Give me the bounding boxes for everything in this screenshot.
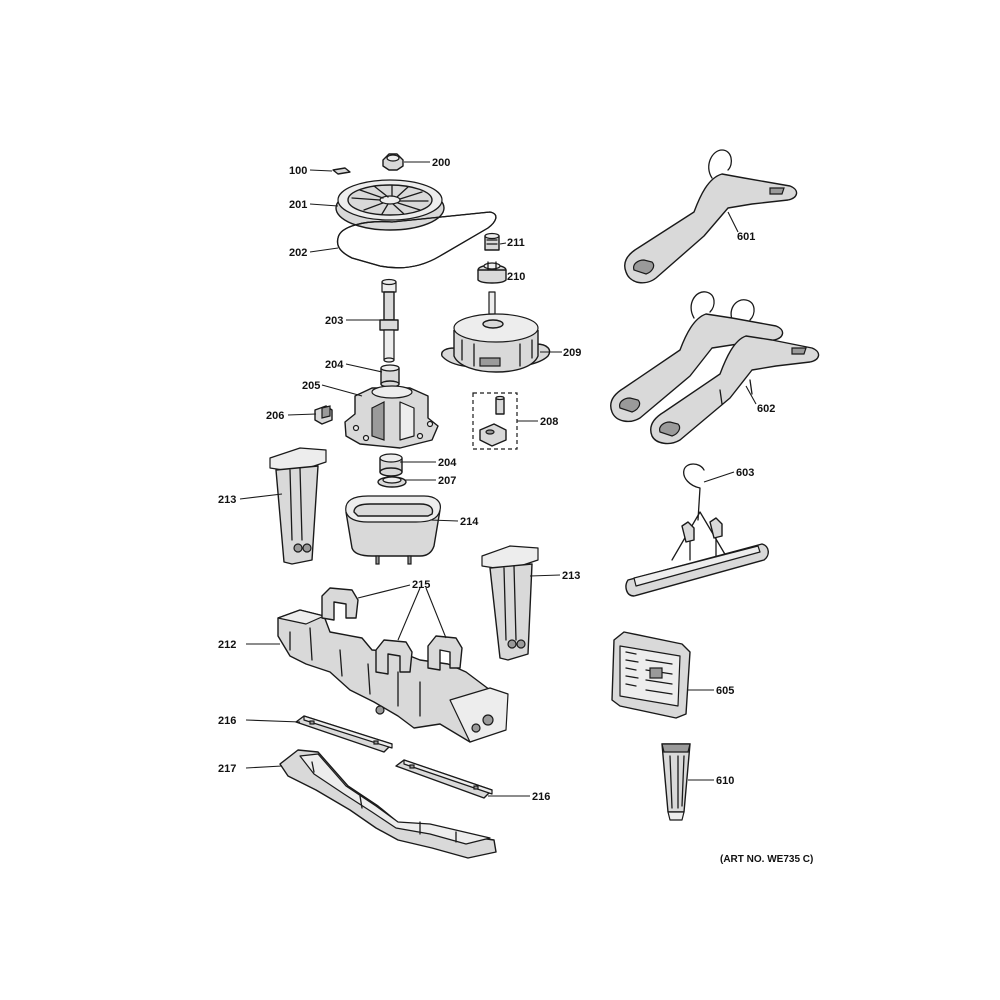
label-203: 203 xyxy=(325,315,343,327)
part-204-bushing-lower xyxy=(379,453,403,477)
label-215: 215 xyxy=(412,579,430,591)
part-213-bracket-left xyxy=(269,447,327,565)
art-number: (ART NO. WE735 C) xyxy=(720,854,813,865)
label-200: 200 xyxy=(432,157,450,169)
label-217: 217 xyxy=(218,763,236,775)
part-212-base-frame xyxy=(277,609,509,743)
label-216-lower: 216 xyxy=(532,791,550,803)
label-205: 205 xyxy=(302,380,320,392)
part-203-shaft xyxy=(379,278,399,363)
label-603: 603 xyxy=(736,467,754,479)
part-217-base-cover xyxy=(279,749,497,859)
label-209: 209 xyxy=(563,347,581,359)
part-207-seal xyxy=(377,476,407,488)
part-610-grease-tube xyxy=(661,743,691,821)
label-206: 206 xyxy=(266,410,284,422)
label-208: 208 xyxy=(540,416,558,428)
part-216-rail-upper xyxy=(295,715,393,753)
label-211: 211 xyxy=(507,237,525,249)
part-205-housing xyxy=(344,385,439,449)
part-605-info-card xyxy=(611,631,691,719)
callout-labels: 100 200 201 202 203 204 205 206 204 207 … xyxy=(218,157,813,865)
part-211-cap xyxy=(484,232,500,251)
part-601-hanger xyxy=(624,149,798,284)
label-214: 214 xyxy=(460,516,479,528)
label-212: 212 xyxy=(218,639,236,651)
part-100-key xyxy=(332,167,351,175)
label-605: 605 xyxy=(716,685,734,697)
part-201-pulley xyxy=(335,179,445,231)
part-210-coupling xyxy=(477,261,507,284)
part-214-tub xyxy=(345,495,441,565)
part-206-sensor xyxy=(314,405,333,425)
part-204-bushing-upper xyxy=(380,364,400,388)
part-208-switch xyxy=(472,392,518,450)
part-200-nut xyxy=(382,153,404,171)
part-602-hanger-pair xyxy=(610,291,820,445)
label-201: 201 xyxy=(289,199,307,211)
label-213-right: 213 xyxy=(562,570,580,582)
label-601: 601 xyxy=(737,231,755,243)
part-213-bracket-right xyxy=(481,545,539,661)
label-610: 610 xyxy=(716,775,734,787)
label-204-upper: 204 xyxy=(325,359,344,371)
label-207: 207 xyxy=(438,475,456,487)
leader-lines xyxy=(239,161,757,797)
label-202: 202 xyxy=(289,247,307,259)
part-603-clip-hanger xyxy=(625,463,769,597)
part-215-clip-1 xyxy=(321,587,359,621)
label-602: 602 xyxy=(757,403,775,415)
part-202-belt xyxy=(336,211,497,269)
part-209-motor xyxy=(441,291,551,373)
label-100: 100 xyxy=(289,165,307,177)
part-216-rail-lower xyxy=(395,759,493,799)
label-204-lower: 204 xyxy=(438,457,457,469)
part-215-clip-2 xyxy=(375,639,413,675)
label-210: 210 xyxy=(507,271,525,283)
label-213-left: 213 xyxy=(218,494,236,506)
part-215-clip-3 xyxy=(427,635,463,671)
label-216-upper: 216 xyxy=(218,715,236,727)
